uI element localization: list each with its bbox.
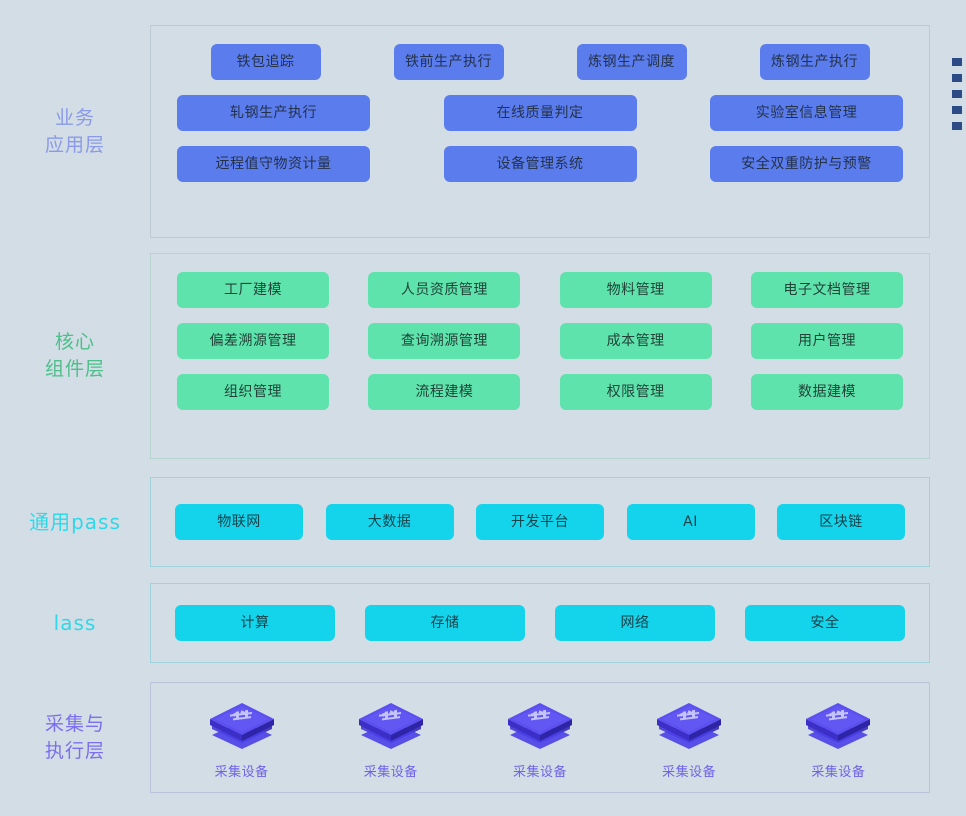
cube-device-icon <box>358 703 423 749</box>
chip-lab-information-management[interactable]: 实验室信息管理 <box>710 95 903 131</box>
chip-factory-modeling[interactable]: 工厂建模 <box>177 272 329 308</box>
cube-device-icon <box>806 703 871 749</box>
chip-network[interactable]: 网络 <box>555 605 715 641</box>
chip-compute[interactable]: 计算 <box>175 605 335 641</box>
device-item[interactable]: 采集设备 <box>336 695 446 780</box>
panel-paas: 物联网 大数据 开发平台 AI 区块链 <box>150 477 930 567</box>
layer-core-component: 核心 组件层 工厂建模 人员资质管理 物料管理 电子文档管理 偏差溯源管理 查询… <box>0 253 930 459</box>
core-row-3: 组织管理 流程建模 权限管理 数据建模 <box>173 374 907 410</box>
edge-marker <box>952 58 962 66</box>
device-label: 采集设备 <box>363 765 418 780</box>
chip-cost-management[interactable]: 成本管理 <box>559 323 712 359</box>
panel-core: 工厂建模 人员资质管理 物料管理 电子文档管理 偏差溯源管理 查询溯源管理 成本… <box>150 253 930 459</box>
layer-general-paas: 通用pass 物联网 大数据 开发平台 AI 区块链 <box>0 477 930 567</box>
panel-iaas: 计算 存储 网络 安全 <box>150 583 930 663</box>
layer-label-core: 核心 组件层 <box>44 331 105 380</box>
chip-big-data[interactable]: 大数据 <box>325 504 454 540</box>
edge-marker <box>952 122 962 130</box>
chip-online-quality-judgement[interactable]: 在线质量判定 <box>443 95 637 131</box>
chip-steelmaking-scheduling[interactable]: 炼钢生产调度 <box>576 44 687 80</box>
edge-marker <box>952 74 962 82</box>
chip-electronic-document-management[interactable]: 电子文档管理 <box>750 272 903 308</box>
layer-label-paas: 通用pass <box>29 509 121 534</box>
business-row-3: 远程值守物资计量 设备管理系统 安全双重防护与预警 <box>173 146 907 182</box>
layer-label-collect: 采集与 执行层 <box>44 712 105 762</box>
chip-material-management[interactable]: 物料管理 <box>559 272 712 308</box>
device-label: 采集设备 <box>214 765 269 780</box>
paas-row-1: 物联网 大数据 开发平台 AI 区块链 <box>173 504 907 540</box>
chip-process-modeling[interactable]: 流程建模 <box>368 374 521 410</box>
panel-collect: 采集设备 <box>150 682 930 793</box>
device-item[interactable]: 采集设备 <box>783 695 893 780</box>
device-label: 采集设备 <box>662 765 717 780</box>
cube-device-icon <box>209 703 274 749</box>
chip-ai[interactable]: AI <box>626 504 755 540</box>
chip-rolling-execution[interactable]: 轧钢生产执行 <box>177 95 370 131</box>
chip-user-management[interactable]: 用户管理 <box>750 323 903 359</box>
chip-ironmaking-execution[interactable]: 铁前生产执行 <box>393 44 504 80</box>
edge-marker-list <box>952 58 966 130</box>
layer-iaas: lass 计算 存储 网络 安全 <box>0 583 930 663</box>
device-item[interactable]: 采集设备 <box>634 695 744 780</box>
core-row-2: 偏差溯源管理 查询溯源管理 成本管理 用户管理 <box>173 323 907 359</box>
chip-security[interactable]: 安全 <box>745 605 905 641</box>
chip-equipment-management-system[interactable]: 设备管理系统 <box>443 146 637 182</box>
device-label: 采集设备 <box>512 765 567 780</box>
layer-collection-execution: 采集与 执行层 <box>0 682 930 793</box>
chip-personnel-qualification[interactable]: 人员资质管理 <box>368 272 521 308</box>
chip-safety-dual-prevention-warning[interactable]: 安全双重防护与预警 <box>710 146 903 182</box>
layer-label-iaas: lass <box>53 610 97 635</box>
device-label: 采集设备 <box>811 765 866 780</box>
chip-steelmaking-execution[interactable]: 炼钢生产执行 <box>759 44 870 80</box>
layer-label-business: 业务 应用层 <box>44 106 105 156</box>
device-item[interactable]: 采集设备 <box>485 695 595 780</box>
chip-organization-management[interactable]: 组织管理 <box>177 374 329 410</box>
chip-iron-ladle-tracking[interactable]: 铁包追踪 <box>210 44 321 80</box>
panel-business: 铁包追踪 铁前生产执行 炼钢生产调度 炼钢生产执行 轧钢生产执行 在线质量判定 … <box>150 25 930 238</box>
cube-device-icon <box>507 703 572 749</box>
cube-device-icon <box>657 703 722 749</box>
edge-marker <box>952 106 962 114</box>
chip-permission-management[interactable]: 权限管理 <box>559 374 712 410</box>
device-item[interactable]: 采集设备 <box>187 695 297 780</box>
chip-iot[interactable]: 物联网 <box>175 504 303 540</box>
chip-storage[interactable]: 存储 <box>365 605 525 641</box>
core-row-1: 工厂建模 人员资质管理 物料管理 电子文档管理 <box>173 272 907 308</box>
business-row-1: 铁包追踪 铁前生产执行 炼钢生产调度 炼钢生产执行 <box>173 44 907 80</box>
edge-marker <box>952 90 962 98</box>
chip-blockchain[interactable]: 区块链 <box>777 504 905 540</box>
chip-query-traceability[interactable]: 查询溯源管理 <box>368 323 521 359</box>
layer-business-application: 业务 应用层 铁包追踪 铁前生产执行 炼钢生产调度 炼钢生产执行 轧钢生产执行 … <box>0 25 930 238</box>
chip-remote-material-metering[interactable]: 远程值守物资计量 <box>177 146 370 182</box>
iaas-row-1: 计算 存储 网络 安全 <box>173 605 907 641</box>
chip-dev-platform[interactable]: 开发平台 <box>476 504 604 540</box>
business-row-2: 轧钢生产执行 在线质量判定 实验室信息管理 <box>173 95 907 131</box>
chip-data-modeling[interactable]: 数据建模 <box>750 374 903 410</box>
chip-deviation-traceability[interactable]: 偏差溯源管理 <box>177 323 329 359</box>
